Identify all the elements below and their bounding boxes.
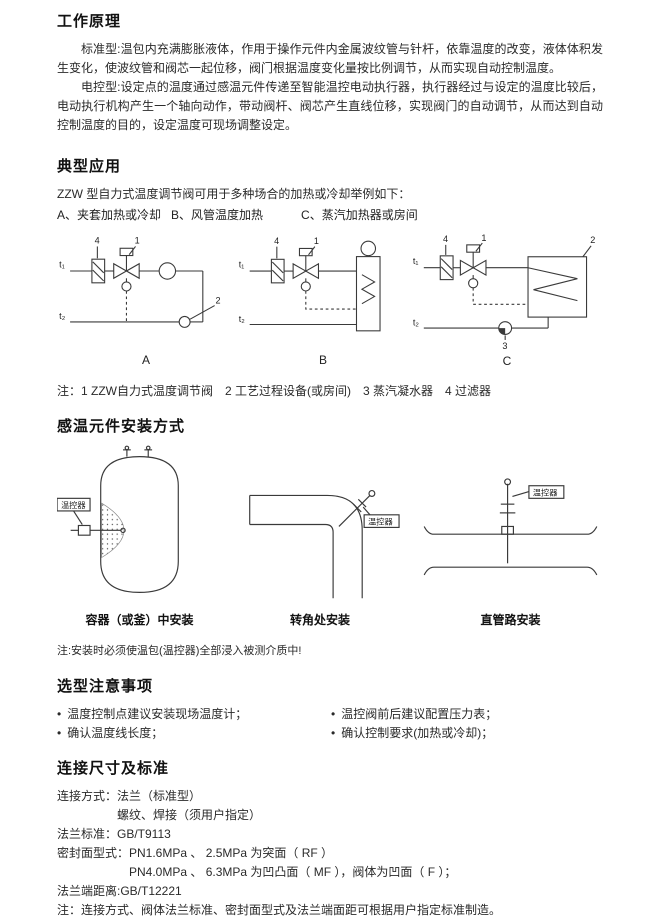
list-item-text: 确认控制要求(加热或冷却)；: [341, 726, 494, 740]
elbow-caption: 转角处安装: [289, 613, 350, 627]
working-principle-electric-paragraph: 电控型:设定点的温度通过感温元件传递至智能温控电动执行器，执行器经过与设定的温度…: [57, 80, 603, 132]
outlet-temp-label: t₂: [239, 314, 246, 324]
jacket-heating-diagram: t₁ t₂ 4 1 2: [59, 236, 221, 328]
diagram-c-letter: C: [502, 354, 512, 368]
face-to-face-line: 法兰端距离:GB/T12221: [57, 884, 182, 898]
section-working-principle: 工作原理 标准型:温包内充满膨胀液体，作用于操作元件内金属波纹管与针杆，依靠温度…: [57, 10, 603, 135]
list-item-text: 温度控制点建议安装现场温度计；: [67, 707, 248, 721]
filter-number-label: 4: [95, 236, 100, 246]
typical-applications-title: 典型应用: [57, 158, 122, 175]
sealing-face-line2: PN4.0MPa 、 6.3MPa 为凹凸面（ MF ），阀体为凹面（ F ）；: [129, 865, 457, 879]
valve-number-label: 1: [314, 236, 319, 246]
steam-heater-diagram: t₁ t₂ 4 1 2 3: [413, 233, 595, 351]
list-item: • 温度控制点建议安装现场温度计；: [57, 705, 331, 724]
section-selection-notes: 选型注意事项 • 温度控制点建议安装现场温度计； • 温控阀前后建议配置压力表； •…: [57, 675, 603, 743]
figure-jacket-heating: t₁ t₂ 4 1 2 A: [57, 231, 235, 367]
section-typical-applications: 典型应用 ZZW 型自力式温度调节阀可用于多种场合的加热或冷却举例如下： A、夹…: [57, 155, 603, 401]
elbow-installation-diagram: 温控器: [248, 489, 400, 599]
thermostat-label: 温控器: [533, 487, 558, 497]
list-item: • 确认温度线长度；: [57, 724, 331, 743]
inlet-temp-label: t₁: [59, 259, 65, 269]
bullet-icon: •: [331, 707, 336, 721]
installation-title: 感温元件安装方式: [57, 418, 186, 435]
figure-elbow-installation: 温控器 转角处安装: [238, 445, 403, 628]
working-principle-title: 工作原理: [57, 13, 122, 30]
figure-vessel-installation: 温控器 容器（或釜）中安装: [57, 445, 222, 628]
connection-method-line: 连接方式：法兰（标准型）: [57, 789, 202, 803]
filter-number-label: 4: [274, 236, 279, 246]
inlet-temp-label: t₁: [239, 259, 245, 269]
bullet-icon: •: [57, 707, 62, 721]
case-c-label: C、蒸汽加热器或房间: [301, 208, 418, 222]
installation-note: 注:安装时必须使温包(温控器)全部浸入被测介质中!: [57, 645, 302, 657]
process-number-label: 2: [590, 235, 595, 245]
selection-notes-title: 选型注意事项: [57, 678, 154, 695]
section-installation: 感温元件安装方式: [57, 415, 603, 661]
valve-number-label: 1: [135, 236, 140, 246]
inlet-temp-label: t₁: [413, 256, 419, 266]
figure-duct-heating: t₁ t₂ 4 1 B: [237, 231, 409, 367]
list-item-text: 确认温度线长度；: [67, 726, 164, 740]
duct-heating-diagram: t₁ t₂ 4 1: [239, 236, 381, 332]
valve-number-label: 1: [481, 233, 486, 243]
applications-note: 注：1 ZZW自力式温度调节阀 2 工艺过程设备(或房间) 3 蒸汽凝水器 4 …: [57, 384, 492, 398]
straight-pipe-caption: 直管路安装: [480, 613, 541, 627]
connection-standards-title: 连接尺寸及标准: [57, 760, 170, 777]
straight-pipe-installation-diagram: 温控器: [423, 478, 598, 576]
outlet-temp-label: t₂: [59, 311, 66, 321]
figure-steam-heater: t₁ t₂ 4 1 2 3 C: [411, 231, 603, 368]
filter-number-label: 4: [443, 234, 448, 244]
case-a-label: A、夹套加热或冷却: [57, 208, 162, 222]
section-connection-standards: 连接尺寸及标准 连接方式：法兰（标准型） 螺纹、焊接（须用户指定） 法兰标准：G…: [57, 757, 603, 920]
process-number-label: 2: [216, 296, 221, 306]
connection-method-line2: 螺纹、焊接（须用户指定）: [117, 808, 262, 822]
application-diagrams: t₁ t₂ 4 1 2 A: [57, 231, 603, 368]
list-item: • 温控阀前后建议配置压力表；: [331, 705, 603, 724]
selection-notes-list: • 温度控制点建议安装现场温度计； • 温控阀前后建议配置压力表； • 确认温度线长度…: [57, 705, 603, 743]
case-b-label: B、风管温度加热: [171, 208, 264, 222]
installation-diagrams: 温控器 容器（或釜）中安装: [57, 445, 603, 628]
outlet-temp-label: t₂: [413, 317, 420, 327]
thermostat-label: 温控器: [61, 500, 86, 510]
diagram-b-letter: B: [318, 353, 327, 367]
sealing-face-line: 密封面型式：PN1.6MPa 、 2.5MPa 为突面（ RF ）: [57, 846, 334, 860]
thermostat-label: 温控器: [368, 517, 393, 527]
trap-number-label: 3: [502, 341, 507, 351]
applications-intro: ZZW 型自力式温度调节阀可用于多种场合的加热或冷却举例如下：: [57, 187, 411, 201]
diagram-a-letter: A: [141, 353, 150, 367]
working-principle-standard-paragraph: 标准型:温包内充满膨胀液体，作用于操作元件内金属波纹管与针杆，依靠温度的改变，液…: [57, 42, 603, 75]
bullet-icon: •: [331, 726, 336, 740]
vessel-caption: 容器（或釜）中安装: [85, 613, 194, 627]
figure-straight-pipe-installation: 温控器 直管路安装: [418, 445, 603, 628]
vessel-installation-diagram: 温控器: [57, 445, 179, 593]
list-item: • 确认控制要求(加热或冷却)；: [331, 724, 603, 743]
bullet-icon: •: [57, 726, 62, 740]
list-item-text: 温控阀前后建议配置压力表；: [341, 707, 498, 721]
applications-cases: A、夹套加热或冷却 B、风管温度加热 C、蒸汽加热器或房间: [57, 206, 603, 225]
flange-standard-line: 法兰标准：GB/T9113: [57, 827, 171, 841]
